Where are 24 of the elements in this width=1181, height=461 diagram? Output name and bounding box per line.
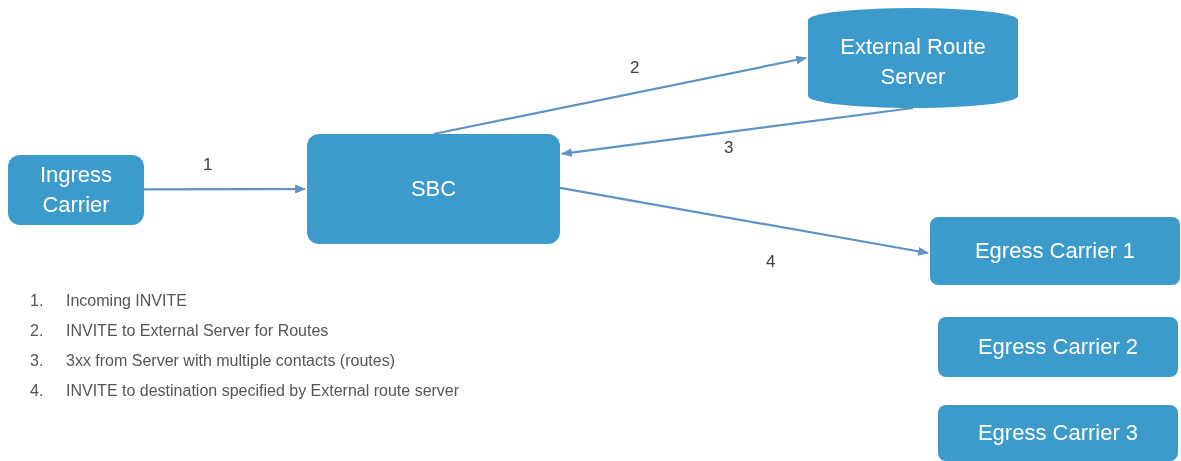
list-item-text: 3xx from Server with multiple contacts (routes) — [66, 351, 396, 371]
arrow — [559, 186, 930, 256]
node-text: SBC — [410, 175, 457, 203]
arrow — [433, 55, 808, 136]
list-number: 1. — [30, 291, 45, 311]
list-number: 4. — [30, 381, 45, 401]
node-text: External Route Server — [839, 33, 987, 91]
cylinder-shape — [808, 8, 1018, 108]
process-box — [938, 317, 1178, 377]
list-number: 3. — [30, 351, 45, 371]
arrow — [144, 184, 307, 194]
list-number: 2. — [30, 321, 45, 341]
node-text: Egress Carrier 1 — [974, 237, 1136, 265]
process-box — [307, 134, 560, 244]
list-item-text: INVITE to destination specified by External route server — [66, 381, 461, 401]
node-text: Egress Carrier 2 — [977, 333, 1139, 361]
list-item-text: Incoming INVITE — [66, 291, 188, 311]
node-text: Egress Carrier 3 — [977, 419, 1139, 447]
process-box — [930, 217, 1180, 285]
process-box — [8, 155, 144, 225]
list-item-text: INVITE to External Server for Routes — [66, 321, 330, 341]
arrow — [560, 106, 914, 157]
process-box — [938, 405, 1178, 461]
node-text: Ingress Carrier — [38, 161, 114, 219]
